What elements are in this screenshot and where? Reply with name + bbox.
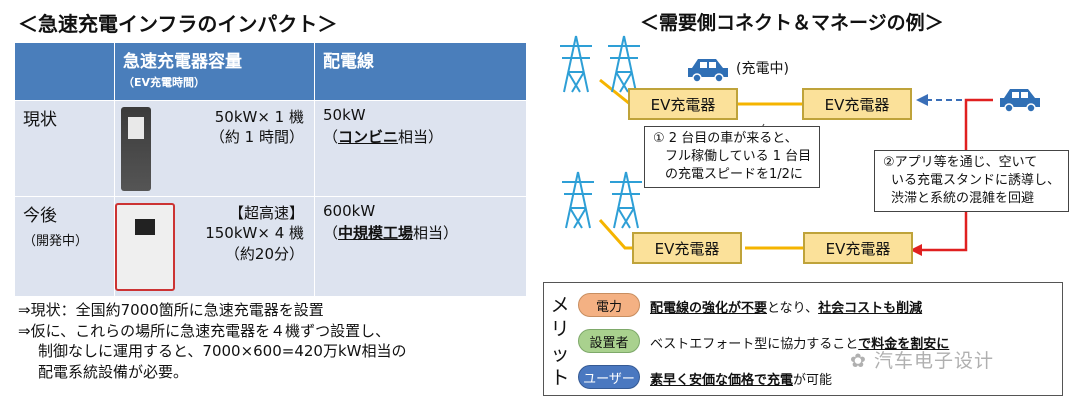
merit-tail: が可能 (793, 373, 832, 388)
watermark-text: 汽车电子设计 (874, 350, 994, 372)
merit-bold: 社会コストも削減 (818, 301, 922, 316)
wechat-icon: ✿ (850, 350, 874, 372)
merit-char: リ (548, 317, 572, 341)
stakeholder-badge-user: ユーザー (578, 365, 640, 389)
callout-line: 渋滞と系統の混雑を回避 (883, 190, 1060, 208)
callout-app: ②アプリ等を通じ、空いて いる充電スタンドに誘導し、 渋滞と系統の混雑を回避 (874, 150, 1069, 212)
pylon-icon (608, 170, 644, 230)
charging-label: (充電中) (736, 58, 789, 78)
merit-mid: ベストエフォート型に協力すること (650, 337, 858, 352)
callout-speed: ① 2 台目の車が来ると、 フル稼働している 1 台目 の充電スピードを1/2に (644, 126, 820, 188)
watermark: ✿ 汽车电子设计 (850, 346, 994, 373)
merit-box: メ リ ッ ト 電力 設置者 ユーザー 配電線の強化が不要となり、社会コストも削… (543, 282, 1063, 396)
merit-char: ト (548, 366, 572, 390)
merit-text-user: 素早く安価な価格で充電が可能 (650, 369, 832, 388)
ev-charger-box: EV充電器 (802, 88, 912, 120)
merit-char: メ (548, 293, 572, 317)
merit-bold: 配電線の強化が不要 (650, 301, 767, 316)
callout-line: の充電スピードを1/2に (653, 166, 811, 184)
ev-charger-box: EV充電器 (632, 232, 742, 264)
car-icon (686, 56, 730, 82)
merit-char: ッ (548, 342, 572, 366)
merit-bold: 素早く安価な価格で充電 (650, 373, 793, 388)
callout-line: ②アプリ等を通じ、空いて (883, 154, 1060, 172)
merit-text-power: 配電線の強化が不要となり、社会コストも削減 (650, 297, 922, 316)
callout-line: いる充電スタンドに誘導し、 (883, 172, 1060, 190)
car-icon (998, 86, 1042, 112)
stakeholder-badge-power: 電力 (578, 293, 640, 317)
ev-charger-box: EV充電器 (628, 88, 738, 120)
callout-line: ① 2 台目の車が来ると、 (653, 130, 811, 148)
merit-mid: となり、 (767, 301, 818, 316)
callout-line: フル稼働している 1 台目 (653, 148, 811, 166)
dashed-arrow-head (916, 94, 928, 106)
stakeholder-badge-installer: 設置者 (578, 329, 640, 353)
pylon-icon (606, 34, 642, 94)
pylon-icon (558, 34, 594, 94)
merit-label: メ リ ッ ト (548, 293, 572, 390)
ev-charger-box: EV充電器 (803, 232, 913, 264)
pylon-icon (560, 170, 596, 230)
